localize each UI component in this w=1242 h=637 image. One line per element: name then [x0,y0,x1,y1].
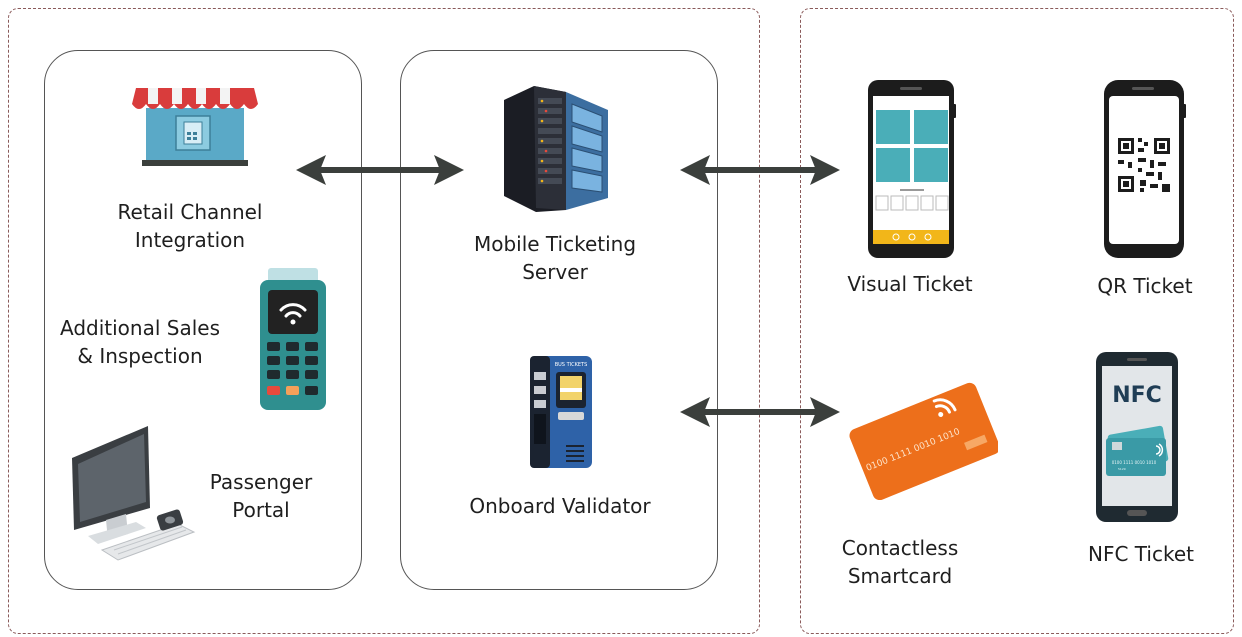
mobile-ticketing-server-label: Mobile Ticketing Server [473,232,637,284]
channels-panel [44,50,362,590]
contactless-smartcard-label: Contactless Smartcard [841,536,959,588]
arrow-validator-smartcard [680,397,840,427]
arrow-server-visual [680,155,840,185]
validator-machine-icon: BUS TICKETS [530,356,592,468]
nfc-ticket-label: NFC Ticket [1088,542,1194,566]
nfc-screen-text: NFC [1112,383,1162,408]
visual-ticket-phone-icon [868,80,956,258]
pos-terminal-icon [260,268,326,410]
passenger-portal-label: Passenger Portal [209,470,313,522]
bus-tickets-text: BUS TICKETS [555,362,588,368]
left-dashed-group [8,8,760,634]
backend-panel [400,50,718,590]
qr-ticket-phone-icon [1104,80,1186,258]
right-dashed-group [800,8,1234,634]
desktop-computer-icon [72,426,196,561]
visual-ticket-label: Visual Ticket [847,272,973,296]
shop-icon [132,88,258,166]
nfc-ticket-phone-icon: NFC 0100 1111 0010 1010 5129 [1096,352,1178,522]
card-small-code: 5129 [1118,467,1126,471]
onboard-validator-label: Onboard Validator [469,494,651,518]
retail-channel-label: Retail Channel Integration [117,200,263,252]
card-small-number: 0100 1111 0010 1010 [1112,460,1157,465]
additional-sales-label: Additional Sales & Inspection [60,316,220,368]
qr-ticket-label: QR Ticket [1097,274,1193,298]
server-rack-icon [504,86,608,212]
contactless-smartcard-icon: 0100 1111 0010 1010 [849,382,998,500]
arrow-retail-server [296,155,464,185]
